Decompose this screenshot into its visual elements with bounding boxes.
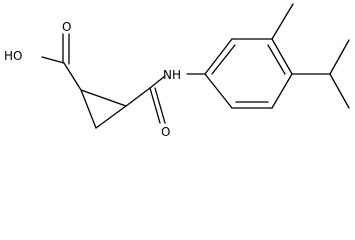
bond-isopropyl-methyl-up [329, 39, 350, 75]
molecule-structure: HO O NH O [4, 3, 350, 139]
bond-cyclopropane-1 [80, 89, 97, 129]
bond-amide-c-n [149, 75, 166, 89]
hydroxyl-label: HO [4, 49, 22, 63]
bond-benzene-4 [271, 73, 293, 109]
bond-benzene-6 [204, 73, 233, 109]
bond-cyclopropane-3 [95, 105, 127, 129]
bond-ring-to-amide [125, 87, 151, 107]
bond-benzene-1-inner [211, 44, 236, 75]
bond-carboxyl-to-ring [63, 62, 82, 91]
bond-amide-c-o-double-b [154, 87, 166, 124]
bond-methyl [271, 3, 294, 40]
bond-benzene-3 [271, 38, 293, 75]
bond-cyclopropane-2 [80, 89, 127, 107]
amide-oxygen-label: O [161, 125, 170, 139]
bond-benzene-3-inner [267, 44, 286, 75]
structure-canvas: HO O NH O [4, 3, 350, 139]
carboxyl-oxygen-label: O [62, 20, 71, 34]
bond-ho-carboxyl [41, 56, 65, 64]
bond-isopropyl-methyl-down [329, 73, 350, 109]
amide-nh-label: NH [163, 68, 181, 82]
bond-amide-c-o-double-a [149, 87, 161, 124]
bond-benzene-1 [204, 38, 233, 75]
